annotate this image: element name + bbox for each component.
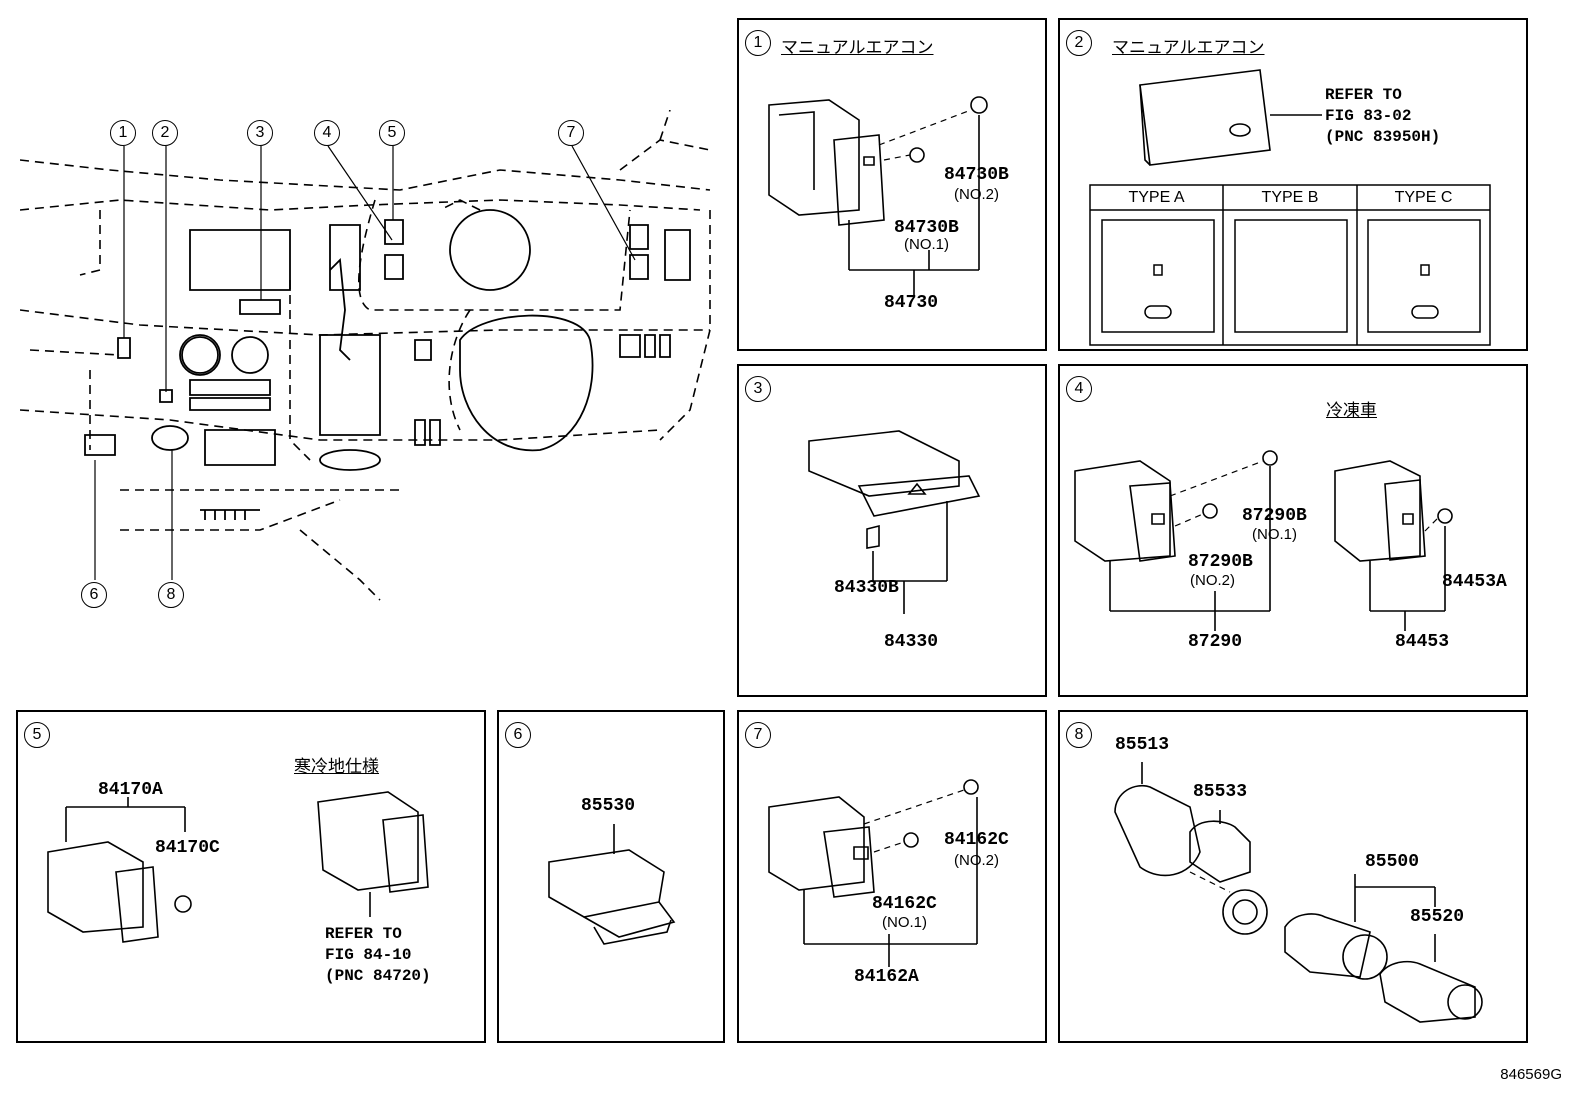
panel-title: マニュアルエアコン bbox=[1112, 38, 1265, 58]
panel-4: 4 冷凍車 87290B (NO.1) bbox=[1058, 364, 1528, 697]
panel-3: 3 84330B 84330 bbox=[737, 364, 1047, 697]
part-84730: 84730 bbox=[884, 293, 939, 313]
ashtray-drawing bbox=[499, 712, 727, 1045]
panel-number: 5 bbox=[24, 722, 50, 748]
part-87290B-no2: 87290B bbox=[1188, 552, 1253, 572]
callout-5: 5 bbox=[379, 120, 405, 146]
callout-4: 4 bbox=[314, 120, 340, 146]
part-note-no2: (NO.2) bbox=[1190, 572, 1235, 589]
part-note-no1: (NO.1) bbox=[882, 914, 927, 931]
panel-6: 6 85530 bbox=[497, 710, 725, 1043]
part-85500: 85500 bbox=[1365, 852, 1420, 872]
part-84170A: 84170A bbox=[98, 780, 163, 800]
callout-2: 2 bbox=[152, 120, 178, 146]
switch-drawing bbox=[739, 712, 1049, 1045]
panel-2: 2 マニュアルエアコン REFER TO FIG 83-02 (PNC 8395… bbox=[1058, 18, 1528, 351]
callout-1: 1 bbox=[110, 120, 136, 146]
switch-drawing bbox=[739, 20, 1049, 353]
switch-drawing bbox=[18, 712, 488, 1045]
refer-note: REFER TO FIG 84-10 (PNC 84720) bbox=[325, 925, 431, 985]
panel-title: 冷凍車 bbox=[1326, 401, 1377, 421]
panel-title: 寒冷地仕様 bbox=[294, 757, 379, 777]
diagram-code: 846569G bbox=[1500, 1066, 1562, 1083]
type-b-label: TYPE B bbox=[1261, 189, 1319, 206]
callout-7: 7 bbox=[558, 120, 584, 146]
callout-8: 8 bbox=[158, 582, 184, 608]
part-87290: 87290 bbox=[1188, 632, 1243, 652]
panel-title: マニュアルエアコン bbox=[781, 38, 934, 58]
type-c-label: TYPE C bbox=[1394, 189, 1453, 206]
dashboard-drawing bbox=[20, 110, 720, 620]
part-84730B-no1: 84730B bbox=[894, 218, 959, 238]
part-85530: 85530 bbox=[581, 796, 636, 816]
dashboard-overview: 1 2 3 4 5 7 6 8 bbox=[20, 110, 720, 620]
panel-8: 8 85513 85533 85500 85520 bbox=[1058, 710, 1528, 1043]
panel-number: 3 bbox=[745, 376, 771, 402]
part-note-no1: (NO.1) bbox=[904, 236, 949, 253]
type-a-label: TYPE A bbox=[1128, 189, 1185, 206]
part-85513: 85513 bbox=[1115, 735, 1170, 755]
panel-number: 6 bbox=[505, 722, 531, 748]
part-84162C-no1: 84162C bbox=[872, 894, 937, 914]
part-84453: 84453 bbox=[1395, 632, 1450, 652]
panel-number: 1 bbox=[745, 30, 771, 56]
part-note-no2: (NO.2) bbox=[954, 186, 999, 203]
refer-note: REFER TO FIG 83-02 (PNC 83950H) bbox=[1325, 86, 1441, 146]
part-84162C-no2: 84162C bbox=[944, 830, 1009, 850]
panel-number: 8 bbox=[1066, 722, 1092, 748]
part-84330B: 84330B bbox=[834, 578, 899, 598]
cigarette-lighter-drawing bbox=[1060, 712, 1530, 1045]
part-84330: 84330 bbox=[884, 632, 939, 652]
part-87290B-no1: 87290B bbox=[1242, 506, 1307, 526]
part-note-no1: (NO.1) bbox=[1252, 526, 1297, 543]
panel-7: 7 84162C (NO.2) 84162C (NO.1) 84162A bbox=[737, 710, 1047, 1043]
panel-number: 7 bbox=[745, 722, 771, 748]
part-85533: 85533 bbox=[1193, 782, 1248, 802]
part-84162A: 84162A bbox=[854, 967, 919, 987]
callout-6: 6 bbox=[81, 582, 107, 608]
panel-number: 4 bbox=[1066, 376, 1092, 402]
hazard-switch-drawing bbox=[739, 366, 1049, 699]
part-note-no2: (NO.2) bbox=[954, 852, 999, 869]
callout-3: 3 bbox=[247, 120, 273, 146]
part-84453A: 84453A bbox=[1442, 572, 1507, 592]
panel-1: 1 マニュアルエアコン 84730B (NO.2) 84730B (NO.1) … bbox=[737, 18, 1047, 351]
panel-number: 2 bbox=[1066, 30, 1092, 56]
part-85520: 85520 bbox=[1410, 907, 1465, 927]
part-84170C: 84170C bbox=[155, 838, 220, 858]
switch-drawing bbox=[1060, 20, 1530, 353]
part-84730B-no2: 84730B bbox=[944, 165, 1009, 185]
switch-drawing bbox=[1060, 366, 1530, 699]
panel-5: 5 寒冷地仕様 84170A 84170C REFER TO FIG 84-10… bbox=[16, 710, 486, 1043]
